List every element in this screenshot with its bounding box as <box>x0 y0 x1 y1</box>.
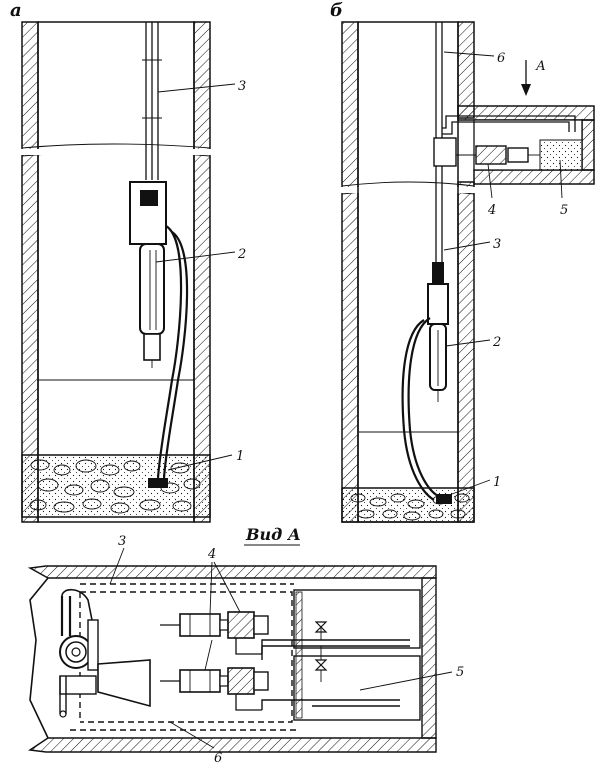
shaft-a-right-wall <box>193 21 211 523</box>
panel-b: б А <box>330 0 595 523</box>
sump-gravel-a <box>21 454 211 518</box>
view-arrow-label: А <box>535 59 546 74</box>
pump-room-equipment <box>433 137 540 167</box>
riser-pipe-a <box>142 22 162 180</box>
callout-view-4: 4 <box>207 547 216 562</box>
callout-a-3: 3 <box>238 79 246 94</box>
shaft-b-right-wall <box>457 21 475 119</box>
callout-b-3: 3 <box>493 237 501 252</box>
pump-motor-lower <box>160 667 269 711</box>
side-chamber-floor <box>473 169 595 185</box>
panel-b-label: б <box>330 0 343 21</box>
callout-view-5: 5 <box>456 665 464 680</box>
panel-a-label: а <box>10 0 22 21</box>
side-chamber-roof <box>457 105 595 121</box>
callout-a-2: 2 <box>237 247 246 262</box>
pump-unit-b <box>427 262 449 402</box>
callout-b-6: 6 <box>497 51 505 66</box>
view-a-label: Вид А <box>245 525 301 544</box>
shaft-b-left-wall <box>341 21 359 523</box>
callout-b-1: 1 <box>493 475 501 490</box>
gallery-top-wall <box>27 565 437 579</box>
suction-hose-a <box>156 225 183 479</box>
callout-view-3: 3 <box>118 534 126 549</box>
suction-strainer-a <box>148 478 168 488</box>
discharge-piping <box>261 621 410 710</box>
suction-hose-b <box>407 317 439 497</box>
gallery-bottom-wall <box>28 737 437 753</box>
pump-unit-a <box>129 181 167 368</box>
shaft-a-left-wall <box>21 21 39 523</box>
callout-b-2: 2 <box>492 335 501 350</box>
callout-view-6: 6 <box>214 751 222 766</box>
callout-b-4: 4 <box>487 203 496 218</box>
suction-strainer-b <box>436 494 452 504</box>
sump-reservoir <box>539 139 583 171</box>
callout-a-1: 1 <box>236 449 244 464</box>
main-pump-volute <box>59 588 151 718</box>
panel-a: а <box>10 0 246 523</box>
view-a-panel: Вид А <box>27 525 464 766</box>
callout-b-5: 5 <box>560 203 568 218</box>
pump-motor-upper <box>160 611 269 655</box>
view-arrow: А <box>521 59 546 96</box>
gallery-end-wall <box>421 577 437 739</box>
